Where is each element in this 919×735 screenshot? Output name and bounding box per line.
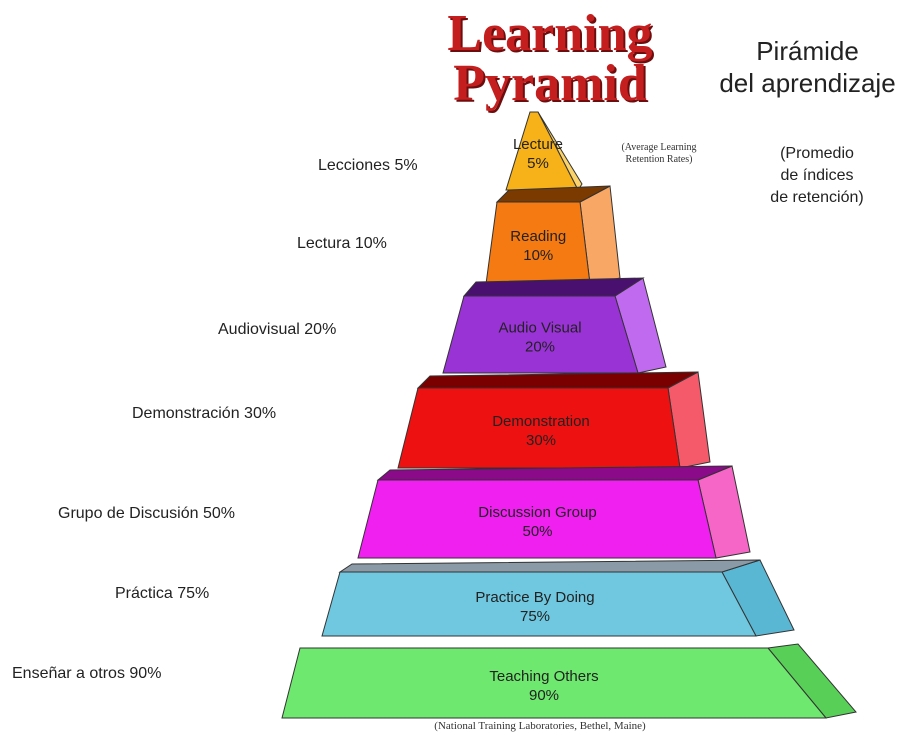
tier-name-teaching-others: Teaching Others bbox=[489, 668, 598, 685]
note-es-line-3: de retención) bbox=[770, 189, 864, 206]
tier-name-reading: Reading bbox=[510, 228, 566, 245]
tier-demonstration: Demonstration 30% bbox=[397, 371, 711, 469]
note-es-line-2: de índices bbox=[780, 167, 854, 184]
title-learning: Learning bbox=[447, 5, 653, 62]
tier-name-discussion-group: Discussion Group bbox=[478, 504, 596, 521]
tier-name-demonstration: Demonstration bbox=[492, 413, 590, 430]
tier-name-audio-visual: Audio Visual bbox=[498, 320, 581, 337]
tier-percent-practice-by-doing: 75% bbox=[520, 608, 550, 625]
tier-lecture: Lecture 5% bbox=[505, 111, 583, 191]
es-label-lecture: Lecciones 5% bbox=[318, 157, 418, 174]
es-label-audio-visual: Audiovisual 20% bbox=[218, 321, 337, 338]
es-label-teaching-others: Enseñar a otros 90% bbox=[12, 665, 162, 682]
tier-reading: Reading 10% bbox=[485, 185, 621, 285]
note-en-line-2: Retention Rates) bbox=[625, 154, 693, 165]
tier-name-lecture: Lecture bbox=[513, 136, 563, 153]
title-pyramid: Pyramid bbox=[453, 55, 647, 112]
tier-percent-teaching-others: 90% bbox=[529, 687, 559, 704]
es-label-discussion-group: Grupo de Discusión 50% bbox=[58, 505, 235, 522]
note-es-line-1: (Promedio bbox=[780, 145, 854, 162]
tier-percent-demonstration: 30% bbox=[526, 432, 556, 449]
tier-audio-visual: Audio Visual 20% bbox=[442, 277, 667, 374]
spanish-title-line-1: Pirámide bbox=[756, 36, 859, 66]
tier-front-teaching-others bbox=[281, 647, 828, 719]
tier-percent-lecture: 5% bbox=[527, 155, 549, 172]
tier-practice-by-doing: Practice By Doing 75% bbox=[321, 559, 795, 637]
tier-name-practice-by-doing: Practice By Doing bbox=[475, 589, 594, 606]
tier-percent-discussion-group: 50% bbox=[522, 523, 552, 540]
tier-percent-audio-visual: 20% bbox=[525, 339, 555, 356]
tier-percent-reading: 10% bbox=[523, 247, 553, 264]
spanish-title-line-2: del aprendizaje bbox=[719, 68, 896, 98]
tier-discussion-group: Discussion Group 50% bbox=[357, 465, 751, 559]
source-citation: (National Training Laboratories, Bethel,… bbox=[434, 720, 646, 732]
es-label-demonstration: Demonstración 30% bbox=[132, 405, 277, 422]
tier-top-practice-by-doing bbox=[338, 559, 761, 573]
es-label-reading: Lectura 10% bbox=[297, 235, 387, 252]
tier-front-discussion-group bbox=[357, 479, 717, 559]
tier-front-practice-by-doing bbox=[321, 571, 757, 637]
tier-teaching-others: Teaching Others 90% bbox=[281, 643, 857, 719]
note-en-line-1: (Average Learning bbox=[621, 142, 697, 153]
es-label-practice: Práctica 75% bbox=[115, 585, 210, 602]
tier-top-demonstration bbox=[416, 371, 699, 389]
